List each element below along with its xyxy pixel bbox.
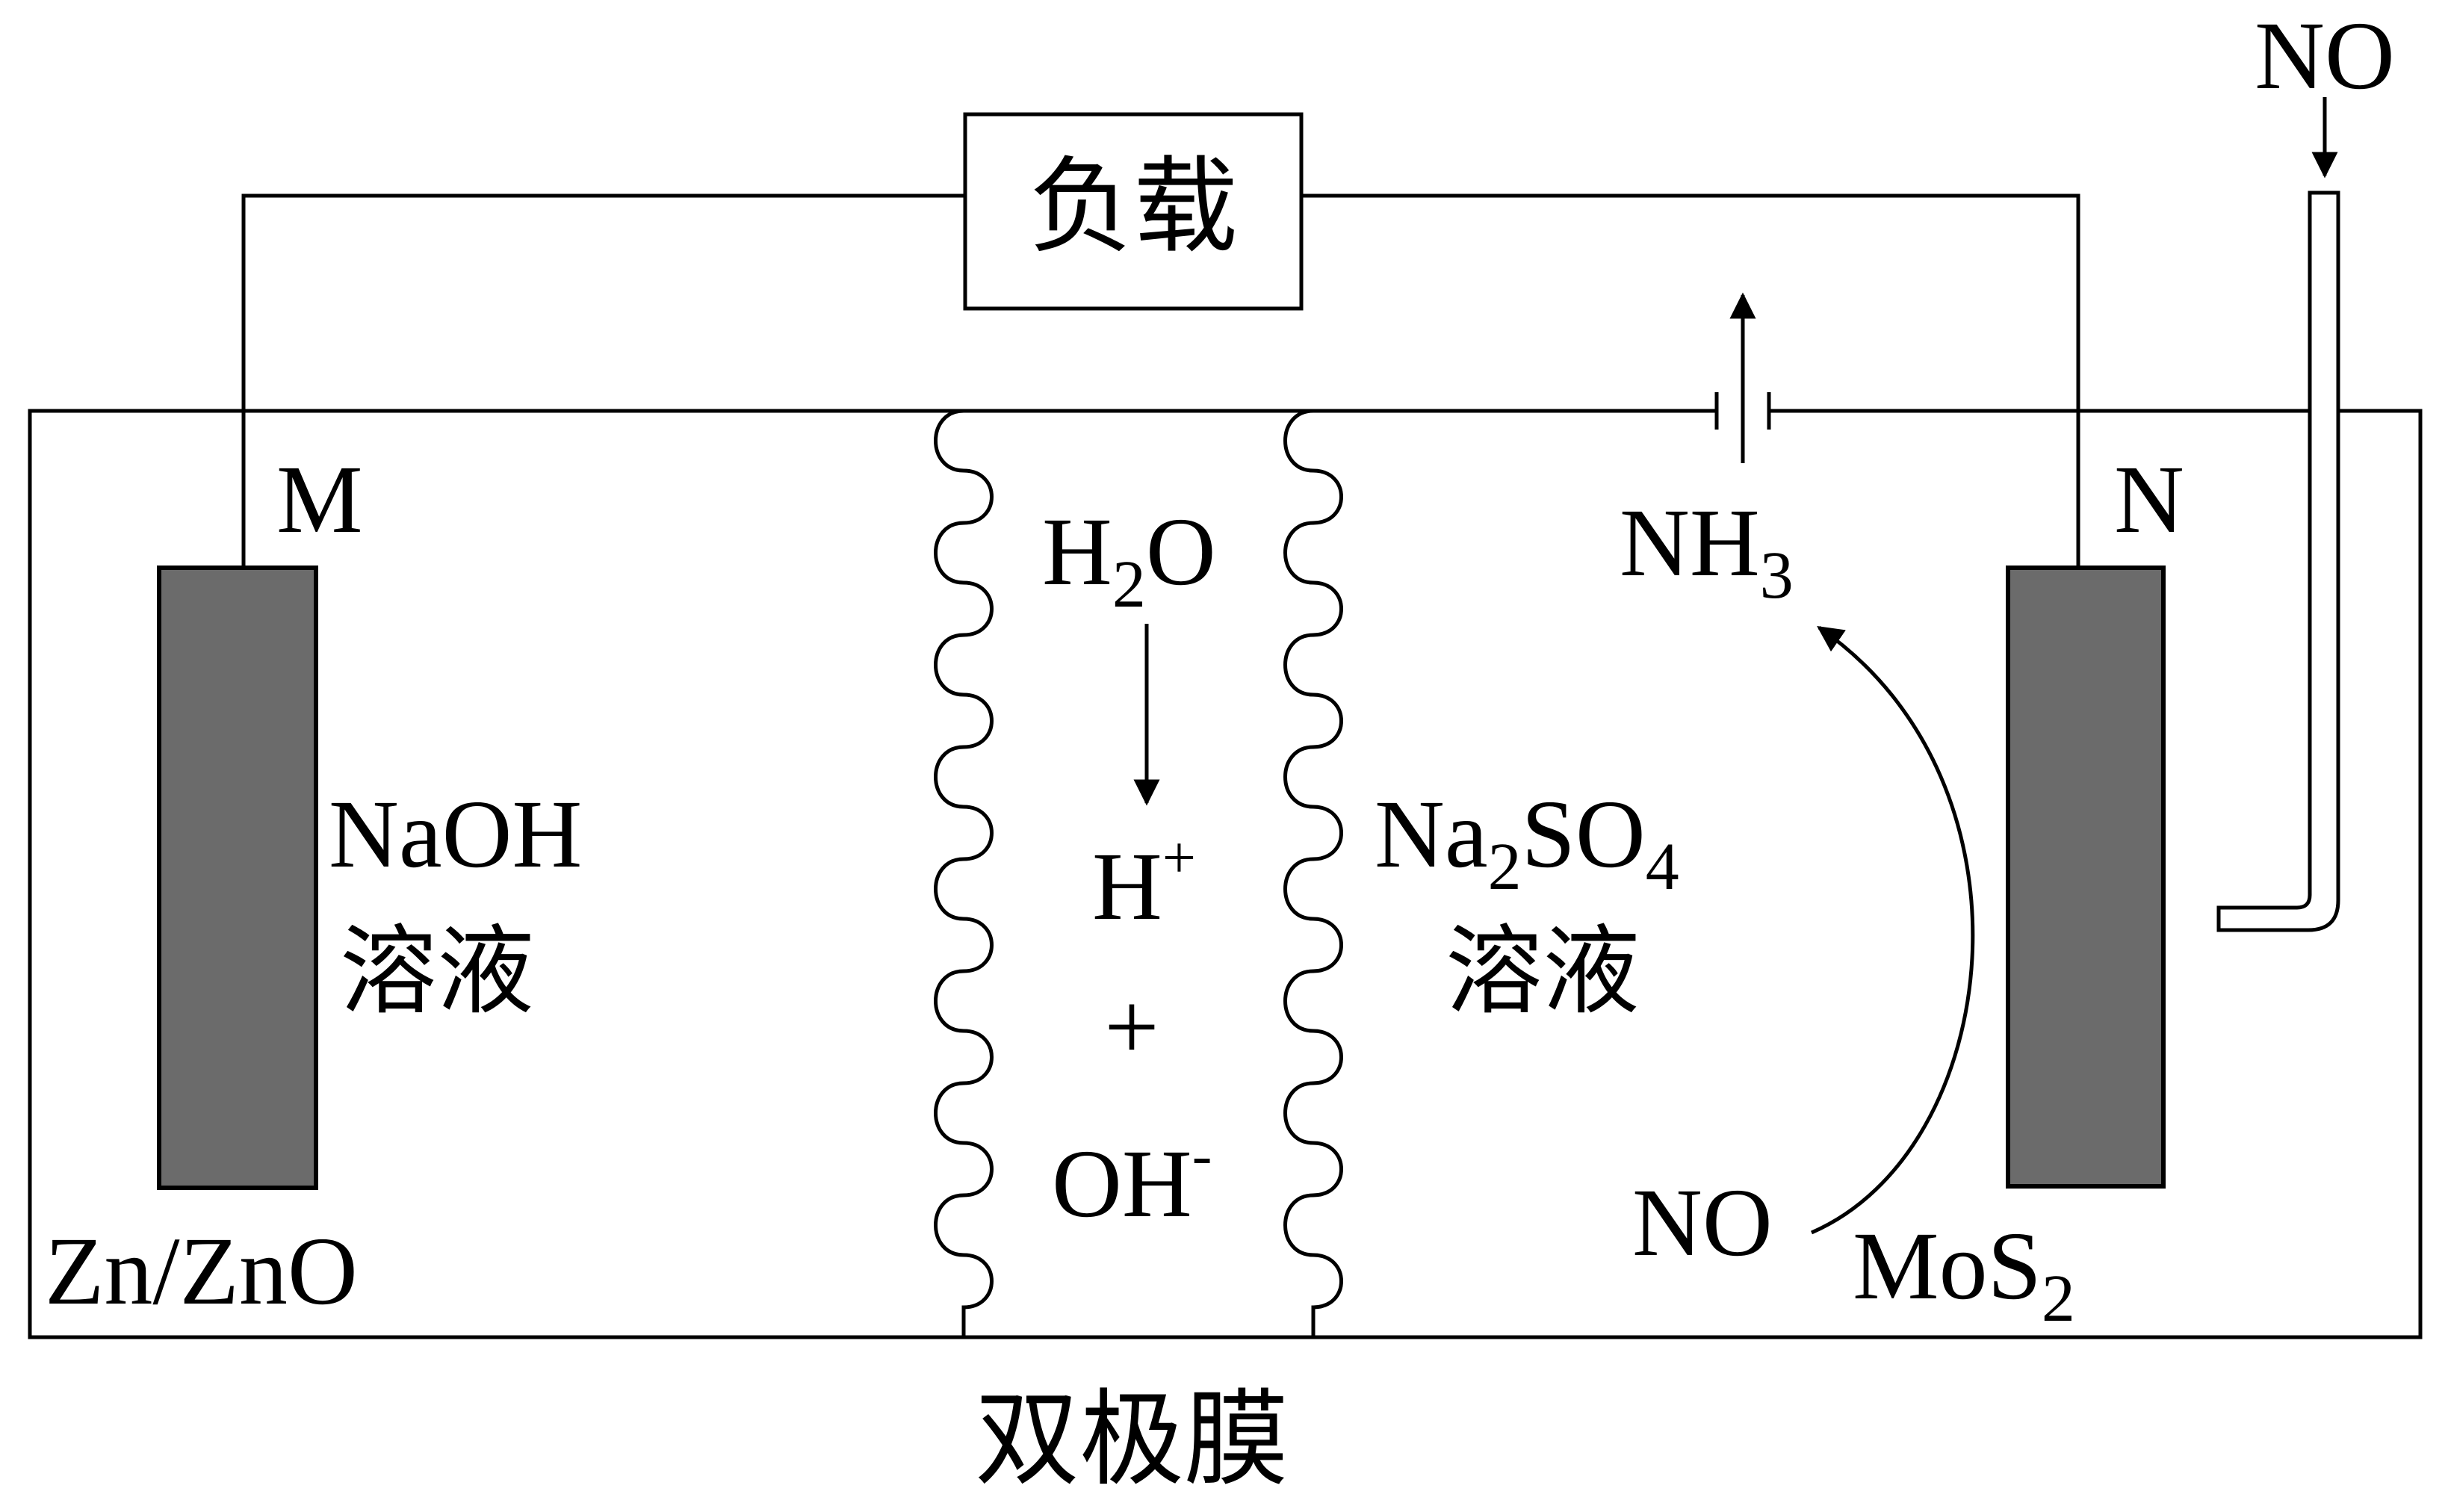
- membrane-plus-label: +: [1104, 973, 1159, 1081]
- membrane-oh-ion-label: OH-: [1052, 1123, 1212, 1238]
- right-electrode-material: MoS2: [1853, 1212, 2075, 1336]
- bipolar-membrane-right-face: [1283, 409, 1343, 1337]
- membrane-water-label: H2O: [1042, 498, 1216, 622]
- membrane-h-ion-label: H+: [1092, 825, 1196, 941]
- no-to-ammonia-arrow: [1811, 625, 1975, 1235]
- cell-container: [28, 409, 2423, 1339]
- membrane-name-label: 双极膜: [975, 1379, 1289, 1501]
- wire-right: [1301, 193, 2080, 568]
- ammonia-label: NH3: [1620, 489, 1794, 613]
- no-inlet-tube: [2216, 190, 2340, 932]
- no-reactant-label: NO: [1632, 1169, 1773, 1277]
- left-electrode-material: Zn/ZnO: [45, 1218, 358, 1325]
- electrode-m-label: M: [276, 446, 363, 554]
- right-solution-label: 溶液: [1445, 914, 1640, 1028]
- electrode-n: [2006, 566, 2166, 1189]
- left-solution-label: 溶液: [340, 914, 534, 1028]
- electrode-n-label: N: [2114, 446, 2184, 554]
- wire-left: [241, 193, 965, 568]
- load-box: [963, 112, 1304, 311]
- left-electrolyte-label: NaOH: [329, 781, 582, 888]
- no-inlet-label: NO: [2255, 2, 2395, 110]
- load-label: 负载: [1029, 146, 1238, 268]
- right-electrolyte-label: Na2SO4: [1375, 781, 1679, 904]
- electrode-m: [157, 566, 318, 1190]
- bipolar-membrane-left-face: [934, 409, 994, 1337]
